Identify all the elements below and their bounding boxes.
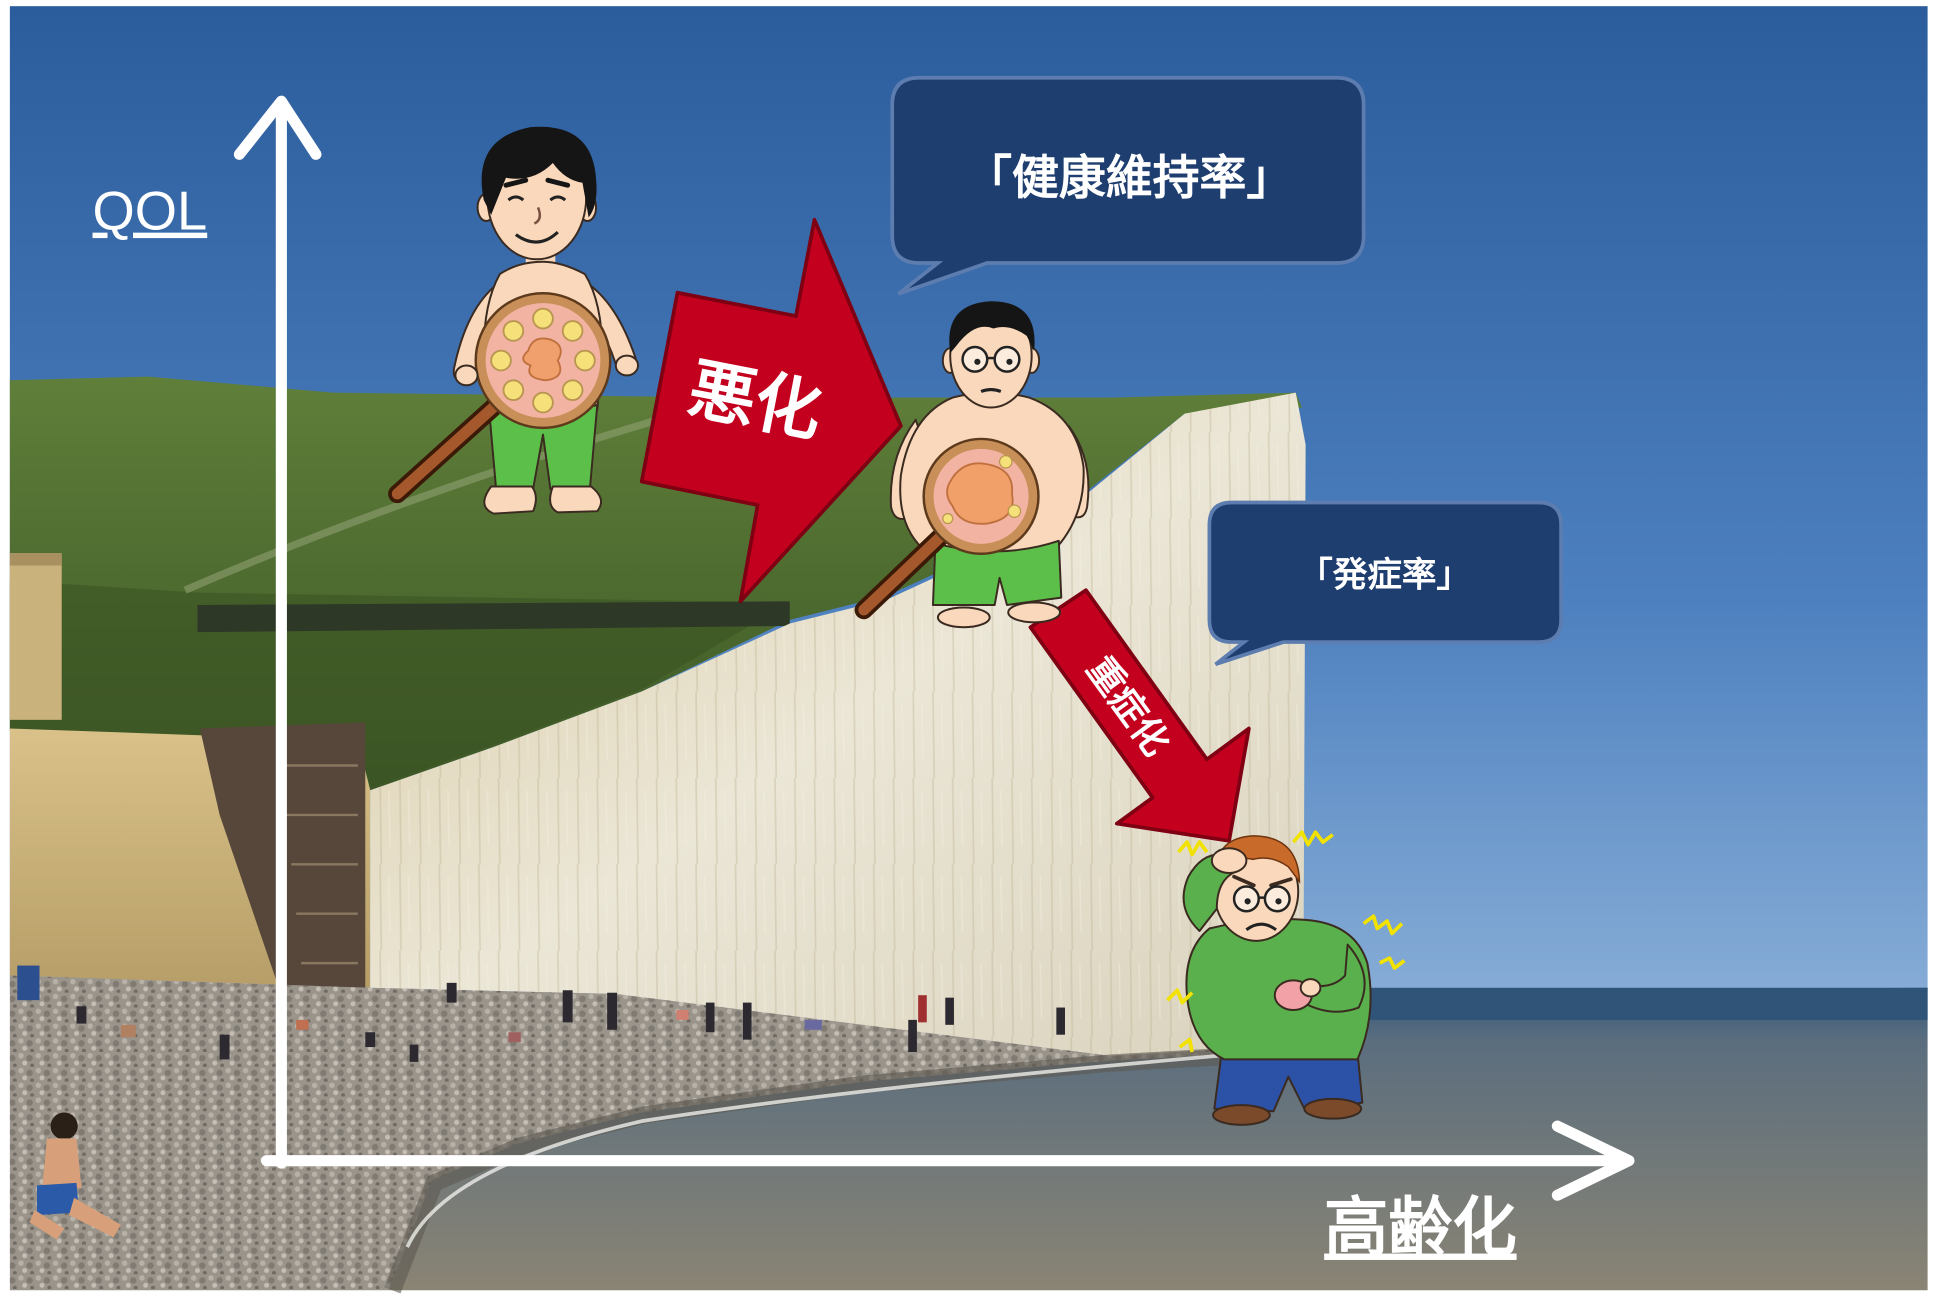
horizon-band: [1303, 987, 1928, 1020]
stairway-rungs: [283, 764, 358, 965]
sea: [388, 987, 1928, 1291]
surf-foam: [405, 1052, 1235, 1248]
health-maintenance-bubble: 「健康維持率」: [890, 75, 1366, 296]
beach-people: [17, 965, 1065, 1062]
healthy-man-figure: [388, 126, 639, 515]
overweight-man-figure: [854, 301, 1090, 629]
left-building-roof: [9, 553, 62, 566]
stress-marks: [1166, 830, 1406, 1053]
onset-bubble-shape: [1207, 500, 1563, 667]
severe-arrow-shape: [1028, 588, 1251, 843]
y-axis-arrowhead: [233, 95, 322, 160]
worsening-arrow: 悪化: [639, 217, 903, 604]
sitting-beachgoer: [29, 1112, 121, 1240]
axes: [233, 95, 1635, 1201]
white-cliff-texture: [370, 392, 1306, 1056]
y-axis-label: QOL: [93, 181, 208, 242]
left-building: [9, 553, 62, 720]
worsening-arrow-shape: [639, 217, 903, 604]
x-axis-arrowhead: [1551, 1120, 1635, 1201]
onset-bubble: 「発症率」: [1207, 500, 1563, 667]
health-maintenance-bubble-shape: [890, 75, 1366, 296]
onset-bubble-text: 「発症率」: [1298, 556, 1471, 594]
wet-shoreline: [384, 1043, 1304, 1294]
health-maintenance-bubble-text: 「健康維持率」: [965, 152, 1293, 204]
pebble-beach: [9, 975, 1304, 1291]
fence-wall: [197, 601, 790, 633]
grass-path: [183, 413, 668, 594]
distressed-man-figure: [1166, 830, 1406, 1126]
x-axis-label: 高齢化: [1324, 1192, 1516, 1264]
